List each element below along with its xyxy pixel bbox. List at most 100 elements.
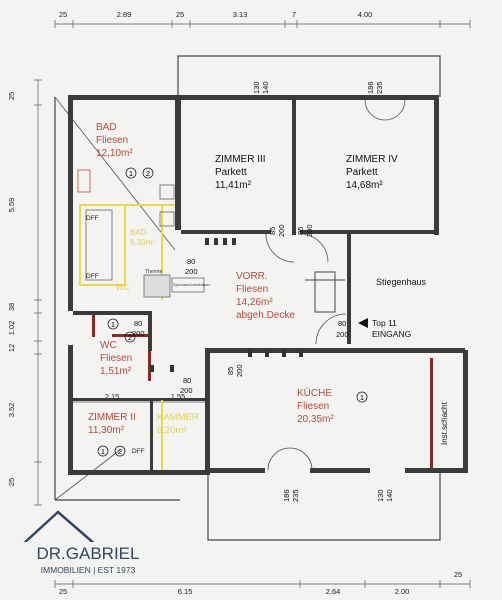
door-arcs: [265, 99, 406, 471]
logo-subtitle: IMMOBILIEN | EST 1973: [41, 565, 136, 575]
entrance-arrow-icon: [358, 318, 368, 328]
bad-marker-2: 2: [146, 169, 150, 178]
balcony-outlines: [54, 55, 441, 541]
room-zimmer-3-floor: Parkett: [215, 167, 247, 178]
room-wc-name: WC: [100, 340, 117, 351]
room-wc-area: 1,51m²: [100, 366, 132, 377]
dim-top-3: 25: [176, 10, 184, 19]
window-3-a: 186: [282, 489, 291, 502]
room-bad-2-name: BAD: [130, 228, 147, 237]
dim-left-7: 25: [7, 478, 16, 486]
room-kammer: KAMMER 6,20m²: [157, 412, 199, 436]
kueche-marker-1: 1: [360, 393, 364, 402]
instschacht-label: Inst.schacht: [440, 402, 449, 445]
dim-left-5: 12: [7, 344, 16, 352]
door-1-width: 80: [187, 257, 195, 266]
window-2-b: 235: [375, 81, 384, 94]
dim-top-4: 3.13: [233, 10, 248, 19]
room-vorr-floor: Fliesen: [236, 284, 268, 295]
yellow-outlines: [79, 204, 175, 470]
room-kueche: KÜCHE Fliesen 20,35m² 1: [297, 387, 368, 425]
dim-top-6: 4.00: [358, 10, 373, 19]
room-zimmer-4: ZIMMER IV Parkett 14,68m²: [346, 154, 398, 191]
top11-label: Top 11: [372, 318, 397, 328]
door-1-height: 200: [185, 267, 198, 276]
room-vorr-area: 14,26m²: [236, 297, 273, 308]
dim-top-1: 25: [59, 10, 67, 19]
dim-bottom-4: 2.00: [395, 587, 410, 596]
room-zimmer-4-name: ZIMMER IV: [346, 154, 398, 165]
room-kueche-floor: Fliesen: [297, 401, 329, 412]
door-7-height: 200: [235, 364, 244, 377]
room-vorr-note: abgeh.Decke: [236, 310, 295, 321]
room-zimmer-3-area: 11,41m²: [215, 180, 252, 191]
door-4-height: 200: [132, 329, 145, 338]
door-6-width: 80: [338, 319, 346, 328]
window-4-a: 130: [376, 489, 385, 502]
dimension-lines: [34, 20, 471, 588]
room-zimmer-4-floor: Parkett: [346, 167, 378, 178]
door-3-height: 200: [305, 224, 314, 237]
dim-inner-2: 1.55: [171, 392, 186, 401]
dim-left-3: 38: [7, 303, 16, 311]
room-bad-floor: Fliesen: [96, 135, 128, 146]
room-bad-name: BAD: [96, 122, 117, 133]
therme-label: Therme: [145, 269, 162, 275]
accent-lines: [92, 315, 433, 468]
left-dimensions: 25 5.59 38 1.02 12 3.52 25: [7, 92, 16, 486]
door-5-height: 200: [180, 386, 193, 395]
room-zimmer-2-name: ZIMMER II: [88, 412, 136, 423]
window-1-b: 140: [261, 81, 270, 94]
top-dimensions: 25 2.89 25 3.13 7 4.00: [59, 10, 372, 19]
room-zimmer-2: ZIMMER II 11,30m² 1 2: [88, 412, 136, 457]
room-wc-floor: Fliesen: [100, 353, 132, 364]
dff-label-1: DFF: [86, 215, 99, 222]
fixtures: [77, 169, 205, 298]
door-labels: 80 200 80 200 80 200 80 200 85 200 85 20…: [132, 81, 394, 502]
sprossen-label: Sprossen-heizkörper: [173, 282, 211, 287]
dim-inner-1: 2.15: [105, 392, 120, 401]
zimmer-2-marker-1: 1: [101, 447, 105, 456]
window-1-a: 130: [252, 81, 261, 94]
stiegenhaus-label: Stiegenhaus: [376, 277, 427, 287]
walls: [68, 95, 468, 475]
dim-bottom-1: 25: [59, 587, 67, 596]
zimmer-2-marker-2: 2: [118, 447, 122, 456]
door-5-width: 80: [183, 376, 191, 385]
room-bad-area: 12,10m²: [96, 148, 133, 159]
window-marks: [150, 238, 303, 372]
room-kueche-area: 20,35m²: [297, 414, 334, 425]
room-wc-faded: WC: [116, 283, 130, 292]
window-3-b: 235: [291, 489, 300, 502]
dff-label-3: DFF: [132, 448, 145, 455]
wc-marker-2: 2: [128, 333, 132, 342]
logo-name: DR.GABRIEL: [37, 544, 140, 563]
door-7-width: 85: [226, 367, 235, 375]
door-6-height: 200: [336, 330, 349, 339]
room-kammer-area: 6,20m²: [157, 425, 187, 436]
room-bad-2-area: 8,30m²: [130, 238, 155, 247]
room-kammer-name: KAMMER: [157, 412, 199, 423]
dim-left-4: 1.02: [7, 321, 16, 336]
room-bad: BAD Fliesen 12,10m² 1 2: [96, 122, 154, 179]
stairwell: [305, 271, 345, 313]
door-2-height: 200: [277, 224, 286, 237]
door-2-width: 85: [268, 227, 277, 235]
bottom-dimensions: 25 6.15 2.64 2.00 25: [59, 570, 462, 596]
dim-bottom-3: 2.64: [326, 587, 341, 596]
company-logo: DR.GABRIEL IMMOBILIEN | EST 1973: [20, 510, 156, 575]
dim-left-1: 25: [7, 92, 16, 100]
bad-marker-1: 1: [129, 169, 133, 178]
room-zimmer-2-area: 11,30m²: [88, 425, 125, 436]
room-vorr-name: VORR.: [236, 271, 268, 282]
room-bad-2: BAD 8,30m² WC: [116, 228, 155, 292]
dim-left-6: 3.52: [7, 403, 16, 418]
room-zimmer-3: ZIMMER III Parkett 11,41m²: [215, 154, 266, 191]
room-zimmer-4-area: 14,68m²: [346, 180, 383, 191]
dim-bottom-5: 25: [454, 570, 462, 579]
door-3-width: 85: [296, 227, 305, 235]
door-4-width: 80: [134, 319, 142, 328]
window-2-a: 186: [366, 81, 375, 94]
room-vorr: VORR. Fliesen 14,26m² abgeh.Decke: [236, 271, 295, 321]
